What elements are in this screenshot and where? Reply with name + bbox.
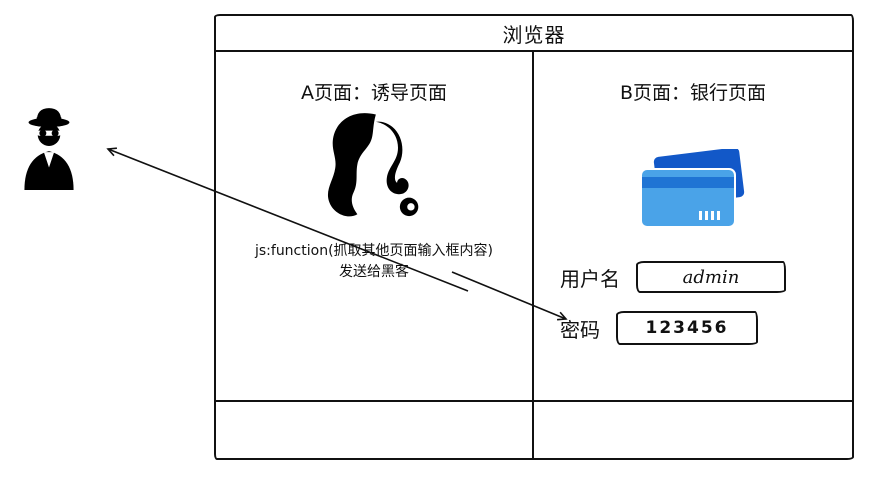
page-a-footer — [216, 402, 534, 458]
password-row: 密码 123456 — [534, 311, 852, 345]
username-input[interactable]: admin — [636, 261, 786, 293]
page-b-title: B页面：银行页面 — [619, 82, 767, 104]
browser-window: 浏览器 A页面：诱导页面 js:function(抓取其他页面输入框内容) 发送… — [214, 14, 854, 460]
browser-footer — [216, 400, 852, 458]
username-label: 用户名 — [560, 266, 620, 291]
password-input[interactable]: 123456 — [616, 311, 758, 345]
page-a-panel: A页面：诱导页面 js:function(抓取其他页面输入框内容) 发送给黑客 — [216, 52, 534, 400]
browser-title-bar: 浏览器 — [216, 16, 852, 52]
script-note-line2: 发送给黑客 — [339, 264, 409, 280]
woman-silhouette-icon — [327, 113, 419, 217]
script-note-line1: js:function(抓取其他页面输入框内容) — [254, 243, 493, 259]
script-note: js:function(抓取其他页面输入框内容) 发送给黑客 — [216, 241, 532, 283]
browser-content: A页面：诱导页面 js:function(抓取其他页面输入框内容) 发送给黑客 … — [216, 52, 852, 400]
hacker-spy-icon — [16, 104, 82, 190]
page-b-panel: B页面：银行页面 用户名 admin — [534, 52, 852, 400]
credit-card-icon — [640, 149, 747, 228]
hacker-spy-svg — [24, 108, 74, 190]
browser-title: 浏览器 — [502, 22, 566, 47]
page-b-footer — [534, 402, 852, 458]
username-row: 用户名 admin — [534, 261, 852, 293]
page-a-title: A页面：诱导页面 — [301, 82, 447, 104]
password-label: 密码 — [560, 317, 600, 342]
